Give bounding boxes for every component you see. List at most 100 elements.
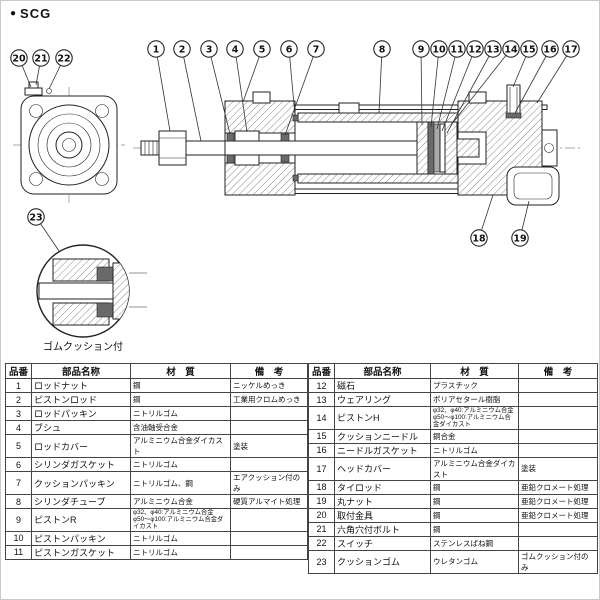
bullet-icon: ●: [10, 7, 18, 19]
svg-text:21: 21: [34, 53, 47, 64]
svg-text:17: 17: [564, 44, 577, 55]
series-title: ● SCG: [10, 6, 51, 21]
port-boss: [338, 102, 360, 114]
bracket-bolt: [46, 88, 52, 94]
balloon-2: 2: [173, 40, 202, 142]
balloon-7: 7: [284, 40, 325, 136]
part-name: ウェアリング: [334, 392, 431, 407]
part-note: [518, 521, 598, 537]
balloon-16: 16: [514, 40, 559, 114]
piston-rod-inner: [224, 140, 444, 156]
part-material: φ32、φ40:アルミニウム合金 φ50〜φ100:アルミニウム合金ダイカスト: [430, 406, 519, 430]
part-no: 9: [5, 508, 32, 532]
svg-text:18: 18: [472, 233, 486, 244]
col-header-part-no: 品番: [308, 363, 335, 379]
part-no: 10: [5, 530, 32, 546]
cylinder-gasket: [292, 174, 299, 182]
part-no: 7: [5, 471, 32, 495]
svg-text:4: 4: [232, 44, 239, 55]
end-boss: [541, 129, 558, 167]
part-material: アルミニウム合金ダイカスト: [130, 434, 231, 458]
part-name: ロッドパッキン: [31, 406, 131, 421]
balloon-15: 15: [512, 40, 538, 88]
part-name: シリンダガスケット: [31, 457, 131, 472]
part-note: [230, 544, 308, 560]
part-no: 12: [308, 378, 335, 393]
part-note: [230, 420, 308, 435]
part-material: 鋼: [430, 507, 519, 523]
svg-text:7: 7: [313, 44, 320, 55]
balloon-13: 13: [446, 40, 502, 134]
part-note: ゴムクッション付のみ: [518, 549, 598, 574]
part-no: 22: [308, 535, 335, 551]
part-no: 17: [308, 456, 335, 481]
part-note: 塗装: [518, 456, 598, 481]
col-header-part-no: 品番: [5, 363, 32, 379]
balloon-10: 10: [430, 40, 448, 128]
svg-text:11: 11: [450, 44, 463, 55]
part-no: 23: [308, 549, 335, 574]
part-note: 工業用クロムめっき: [230, 392, 308, 407]
part-note: [518, 406, 598, 430]
rod-end-circle: [55, 131, 83, 159]
part-material: 鋼: [430, 479, 519, 495]
col-header-part-name: 部品名称: [334, 363, 431, 379]
part-material: ニトリルゴム: [130, 530, 231, 546]
part-material: ニトリルゴム、鋼: [130, 471, 231, 495]
part-name: ピストンH: [334, 406, 431, 430]
part-no: 6: [5, 457, 32, 472]
part-material: 銅合金: [430, 428, 519, 444]
balloon-3: 3: [200, 40, 231, 135]
part-note: ニッケルめっき: [230, 378, 308, 393]
part-material: 含油軸受合金: [130, 420, 231, 435]
balloon-18: 18: [470, 194, 494, 247]
part-material: ポリアセタール樹脂: [430, 392, 519, 407]
col-header-remarks: 備 考: [230, 363, 308, 379]
part-note: [518, 442, 598, 458]
part-name: ピストンパッキン: [31, 530, 131, 546]
detail-rod: [38, 282, 129, 300]
cushion-packing: [280, 154, 290, 163]
part-no: 8: [5, 494, 32, 509]
part-no: 2: [5, 392, 32, 407]
detail-collar: [112, 262, 129, 320]
col-header-remarks: 備 考: [518, 363, 598, 379]
part-material: 鋼: [130, 392, 231, 407]
part-name: ニードルガスケット: [334, 442, 431, 458]
tie-rod-hole: [29, 104, 43, 118]
part-name: ピストンR: [31, 508, 131, 532]
svg-text:12: 12: [468, 44, 481, 55]
part-no: 14: [308, 406, 335, 430]
part-name: 丸ナット: [334, 493, 431, 509]
part-note: 硬質アルマイト処理: [230, 494, 308, 509]
part-name: クッションパッキン: [31, 471, 131, 495]
part-no: 5: [5, 434, 32, 458]
svg-text:2: 2: [179, 44, 186, 55]
switch-bracket: [24, 87, 43, 96]
part-material: ニトリルゴム: [130, 544, 231, 560]
rod-side-port: [252, 91, 271, 104]
part-note: [518, 428, 598, 444]
balloon-12: 12: [441, 40, 484, 132]
part-note: [230, 406, 308, 421]
part-name: ピストンガスケット: [31, 544, 131, 560]
wear-ring: [439, 123, 446, 173]
piston-packing: [427, 121, 435, 175]
balloon-20: 20: [10, 49, 32, 88]
svg-text:5: 5: [259, 44, 266, 55]
part-material: ニトリルゴム: [130, 406, 231, 421]
part-name: クッションゴム: [334, 549, 431, 574]
col-header-material: 材 質: [430, 363, 519, 379]
